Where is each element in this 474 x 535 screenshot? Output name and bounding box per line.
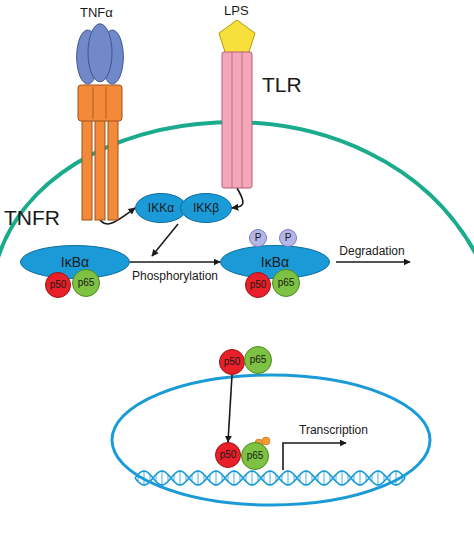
shape-outline <box>181 194 232 223</box>
subunit-circle: p65 <box>72 269 100 297</box>
transcription-arrow <box>283 443 346 470</box>
node-label: TNFR <box>4 207 60 228</box>
arrow-connector <box>130 261 220 263</box>
shape-outline <box>273 270 300 297</box>
subunit-circle: p50 <box>215 442 241 468</box>
node-label: p50 <box>245 272 271 298</box>
shape-outline <box>136 194 187 223</box>
shape-outline <box>21 246 130 279</box>
node-outline <box>216 20 258 54</box>
kinase-ellipse: IKKβ <box>180 193 232 223</box>
activation-arrow <box>152 224 178 256</box>
arrow-connector <box>228 375 232 442</box>
node-label: p50 <box>215 442 241 468</box>
shape-outline <box>221 246 330 279</box>
subunit-circle: p50 <box>245 272 271 298</box>
receptor: TNFR <box>78 85 122 220</box>
arrow-connector <box>232 188 243 208</box>
shape-outline <box>250 230 267 247</box>
shape-outline <box>73 270 100 297</box>
receptor: TLR <box>222 52 252 188</box>
node-label: LPS <box>224 4 249 17</box>
shape-outline <box>220 350 245 375</box>
subunit-circle: p50 <box>219 349 245 375</box>
inhibitor-ellipse: IκBα <box>20 245 130 279</box>
degradation-arrow <box>336 261 410 263</box>
ligand-shape <box>219 20 255 54</box>
kinase-ellipse: IKKα <box>135 193 187 223</box>
node-label: P <box>279 229 297 247</box>
nucleus-outline <box>112 375 430 505</box>
node-label: IKKβ <box>180 193 232 223</box>
node-label: IκBα <box>220 245 330 279</box>
phosphate-circle: P <box>249 229 267 247</box>
subunit-circle: p65 <box>272 269 300 297</box>
node-label: IκBα <box>20 245 130 279</box>
node-label: p65 <box>272 269 300 297</box>
step-label: Degradation <box>339 245 404 257</box>
inhibitor-ellipse: IκBα <box>220 245 330 279</box>
subunit-circle: p65 <box>244 346 272 374</box>
ligand-pentagon: LPS <box>216 20 258 54</box>
receptor-shape <box>78 85 122 220</box>
shape-outline <box>245 347 272 374</box>
shape-outline <box>242 443 269 470</box>
shape-outline <box>46 273 71 298</box>
edge-label: Phosphorylation <box>132 270 218 282</box>
node-label: p50 <box>219 349 245 375</box>
ligand-shape <box>77 24 124 84</box>
node-outline <box>78 85 122 220</box>
subunit-circle: p50 <box>45 272 71 298</box>
shape-outline <box>246 273 271 298</box>
node-label: p65 <box>241 442 269 470</box>
subunit-circle: p65 <box>241 442 269 470</box>
dna-helix <box>135 471 405 485</box>
phosphate-circle: P <box>279 229 297 247</box>
step-label: Transcription <box>299 424 368 436</box>
node-label: p50 <box>45 272 71 298</box>
shape-outline <box>280 230 297 247</box>
receptor-shape <box>222 52 252 188</box>
node-label: p65 <box>72 269 100 297</box>
cofactor-blob <box>262 437 270 445</box>
node-outline <box>72 24 128 84</box>
node-label: TNFα <box>80 6 113 19</box>
node-label: IKKα <box>135 193 187 223</box>
shape-outline <box>216 443 241 468</box>
node-label: TLR <box>262 74 302 95</box>
ligand-trimer: TNFα <box>72 24 128 84</box>
node-label: p65 <box>244 346 272 374</box>
node-outline <box>222 52 252 188</box>
node-label: P <box>249 229 267 247</box>
